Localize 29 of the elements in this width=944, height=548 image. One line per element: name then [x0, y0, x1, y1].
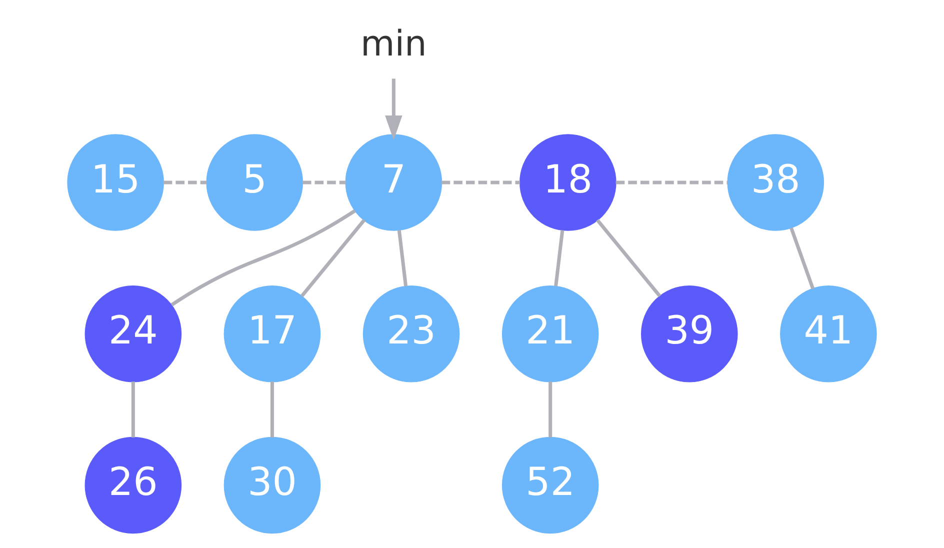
node-circle: 52	[502, 436, 599, 534]
connector	[170, 209, 356, 306]
connector	[270, 382, 274, 438]
connector	[302, 180, 346, 184]
node-circle: 24	[84, 285, 182, 382]
node-circle: 39	[640, 285, 738, 382]
node-circle: 15	[67, 134, 164, 231]
node-circle: 21	[502, 285, 599, 382]
connector	[163, 180, 207, 184]
connector	[131, 382, 135, 438]
node-circle: 18	[520, 134, 616, 231]
connector	[300, 218, 366, 298]
node-circle: 41	[780, 285, 877, 382]
node-circle: 26	[84, 436, 182, 534]
connector	[596, 218, 662, 298]
node-text: min	[360, 24, 427, 65]
connector	[441, 180, 520, 184]
connector	[548, 382, 552, 438]
node-circle: 17	[224, 285, 321, 382]
connector	[616, 180, 728, 184]
node-circle: 23	[362, 285, 460, 382]
connector	[790, 227, 815, 290]
node-circle: 5	[206, 134, 304, 231]
node-circle: 30	[224, 436, 321, 534]
node-circle: 7	[345, 134, 442, 231]
arrow	[385, 78, 402, 140]
connector	[554, 230, 564, 286]
connector	[397, 230, 408, 286]
node-circle: 38	[727, 134, 824, 231]
